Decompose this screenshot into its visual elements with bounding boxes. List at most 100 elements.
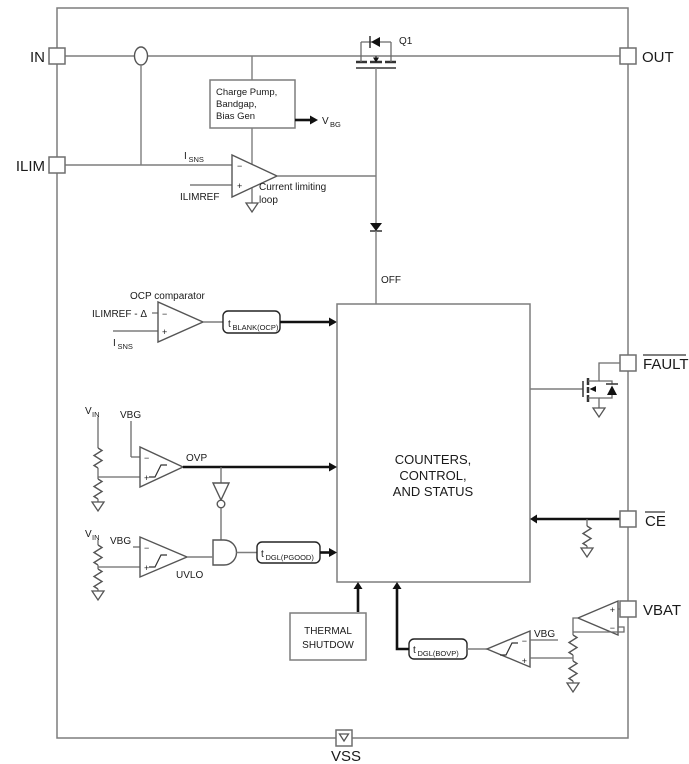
- ovp-minus-sign: −: [144, 453, 149, 463]
- thermal-line2: SHUTDOW: [302, 640, 354, 651]
- pin-in: IN: [30, 47, 66, 66]
- off-label: OFF: [381, 275, 401, 286]
- pin-vbat-label: VBAT: [643, 602, 681, 619]
- ocp-arrow: [329, 317, 337, 327]
- ocp-title: OCP comparator: [130, 291, 206, 302]
- input-output-rail: [65, 46, 620, 165]
- cl-isns-sub: SNS: [189, 155, 204, 164]
- current-limit-comparator: − + I SNS ILIMREF Current limiting loop: [65, 151, 376, 214]
- ovp-comparator: V IN VBG − + OVP: [85, 406, 337, 513]
- main-block-line3: AND STATUS: [393, 484, 474, 499]
- pin-vss-label: VSS: [331, 748, 361, 764]
- ce-ground-icon: [579, 547, 595, 559]
- pin-ilim: ILIM: [16, 156, 66, 175]
- bovp-ground-icon: [565, 682, 581, 694]
- ovp-arrow: [329, 462, 337, 472]
- ovp-inverter: [211, 467, 231, 541]
- uvlo-resistor-top: [92, 544, 104, 566]
- buffer-plus-sign: +: [610, 605, 615, 615]
- pin-vss: VSS: [331, 729, 361, 764]
- pin-fault: FAULT: [619, 354, 689, 373]
- cl-ilimref-label: ILIMREF: [180, 192, 219, 203]
- cl-plus-sign: +: [237, 181, 242, 191]
- ocp-neg-input-label: ILIMREF - Δ: [92, 309, 147, 320]
- cl-caption-line2: loop: [259, 195, 278, 206]
- ocp-isns-label: I: [113, 338, 116, 349]
- ovp-vin-label: V: [85, 406, 92, 417]
- pin-out: OUT: [619, 47, 674, 66]
- q1-label: Q1: [399, 36, 413, 47]
- pgood-arrow: [329, 548, 337, 557]
- timer-blank-ocp-label: t: [228, 319, 231, 330]
- pin-in-label: IN: [30, 49, 45, 66]
- uvlo-out-label: UVLO: [176, 570, 203, 581]
- main-block-line2: CONTROL,: [399, 468, 466, 483]
- fault-ground-icon: [591, 407, 607, 419]
- ovp-resistor-top: [92, 447, 104, 469]
- timer-blank-ocp-sub: BLANK(OCP): [233, 323, 279, 332]
- counters-control-block: COUNTERS, CONTROL, AND STATUS: [336, 303, 531, 583]
- uvlo-minus-sign: −: [144, 543, 149, 553]
- thermal-arrow: [353, 582, 363, 589]
- buffer-minus-sign: −: [610, 623, 615, 633]
- gate-off-line: OFF: [370, 68, 401, 304]
- bovp-plus-sign: +: [522, 656, 527, 666]
- charge-pump-line3: Bias Gen: [216, 111, 255, 122]
- ocp-comparator: OCP comparator ILIMREF - Δ − + I SNS t B…: [92, 291, 337, 351]
- ce-pulldown-resistor: [581, 525, 593, 547]
- ce-arrow: [530, 514, 537, 524]
- main-block-line1: COUNTERS,: [395, 452, 472, 467]
- vbg-arrow: [310, 115, 318, 125]
- bovp-resistor-top: [567, 634, 579, 656]
- ovp-vin-sub: IN: [92, 410, 100, 419]
- pin-out-label: OUT: [642, 49, 674, 66]
- timer-dgl-pgood-label: t: [261, 549, 264, 560]
- uvlo-vin-sub: IN: [92, 533, 100, 542]
- cl-minus-sign: −: [237, 161, 242, 171]
- charge-pump-line1: Charge Pump,: [216, 87, 277, 98]
- bovp-resistor-bottom: [567, 660, 579, 682]
- pin-ilim-label: ILIM: [16, 158, 45, 175]
- vss-ground-icon: [338, 733, 350, 743]
- pgood-and-gate: [212, 539, 257, 566]
- pin-ce: CE: [619, 510, 666, 530]
- fault-mosfet: [530, 362, 620, 419]
- timer-dgl-pgood-sub: DGL(PGOOD): [266, 553, 315, 562]
- off-diode: [370, 223, 382, 231]
- uvlo-resistor-bottom: [92, 568, 104, 590]
- bovp-section: t DGL(BOVP) − + VBG + −: [392, 582, 625, 694]
- bovp-minus-sign: −: [522, 636, 527, 646]
- ovp-hysteresis-icon: [149, 464, 167, 478]
- uvlo-ground-icon: [90, 590, 106, 602]
- timer-dgl-bovp-label: t: [413, 645, 416, 656]
- uvlo-plus-sign: +: [144, 563, 149, 573]
- uvlo-vbg-label: VBG: [110, 536, 131, 547]
- bovp-vbg-label: VBG: [534, 629, 555, 640]
- cl-ground-icon: [244, 202, 260, 214]
- uvlo-comparator: V IN VBG − + UVLO t DGL(PGOOD): [85, 529, 337, 602]
- cl-isns-label: I: [184, 151, 187, 162]
- charge-pump-line2: Bandgap,: [216, 99, 257, 110]
- vbat-buffer: + −: [572, 599, 625, 637]
- bovp-arrow: [392, 582, 402, 589]
- vbg-output-sub: BG: [330, 120, 341, 129]
- pin-vbat: VBAT: [619, 600, 681, 619]
- charge-pump-block: Charge Pump, Bandgap, Bias Gen V BG: [209, 79, 341, 164]
- inverter-bubble: [216, 499, 226, 509]
- ovp-resistor-bottom: [92, 478, 104, 500]
- ovp-vbg-label: VBG: [120, 410, 141, 421]
- thermal-line1: THERMAL: [304, 626, 352, 637]
- ovp-out-label: OVP: [186, 453, 207, 464]
- ocp-isns-sub: SNS: [118, 342, 133, 351]
- vbg-output-label: V: [322, 116, 329, 127]
- ce-input-line: [530, 514, 620, 559]
- ovp-ground-icon: [90, 501, 106, 513]
- thermal-shutdown-block: THERMAL SHUTDOW: [289, 582, 367, 661]
- pin-fault-label: FAULT: [643, 356, 689, 373]
- fault-body-diode: [607, 385, 617, 395]
- ocp-plus-sign: +: [162, 327, 167, 337]
- q1-body-diode: [371, 37, 380, 47]
- ovp-plus-sign: +: [144, 473, 149, 483]
